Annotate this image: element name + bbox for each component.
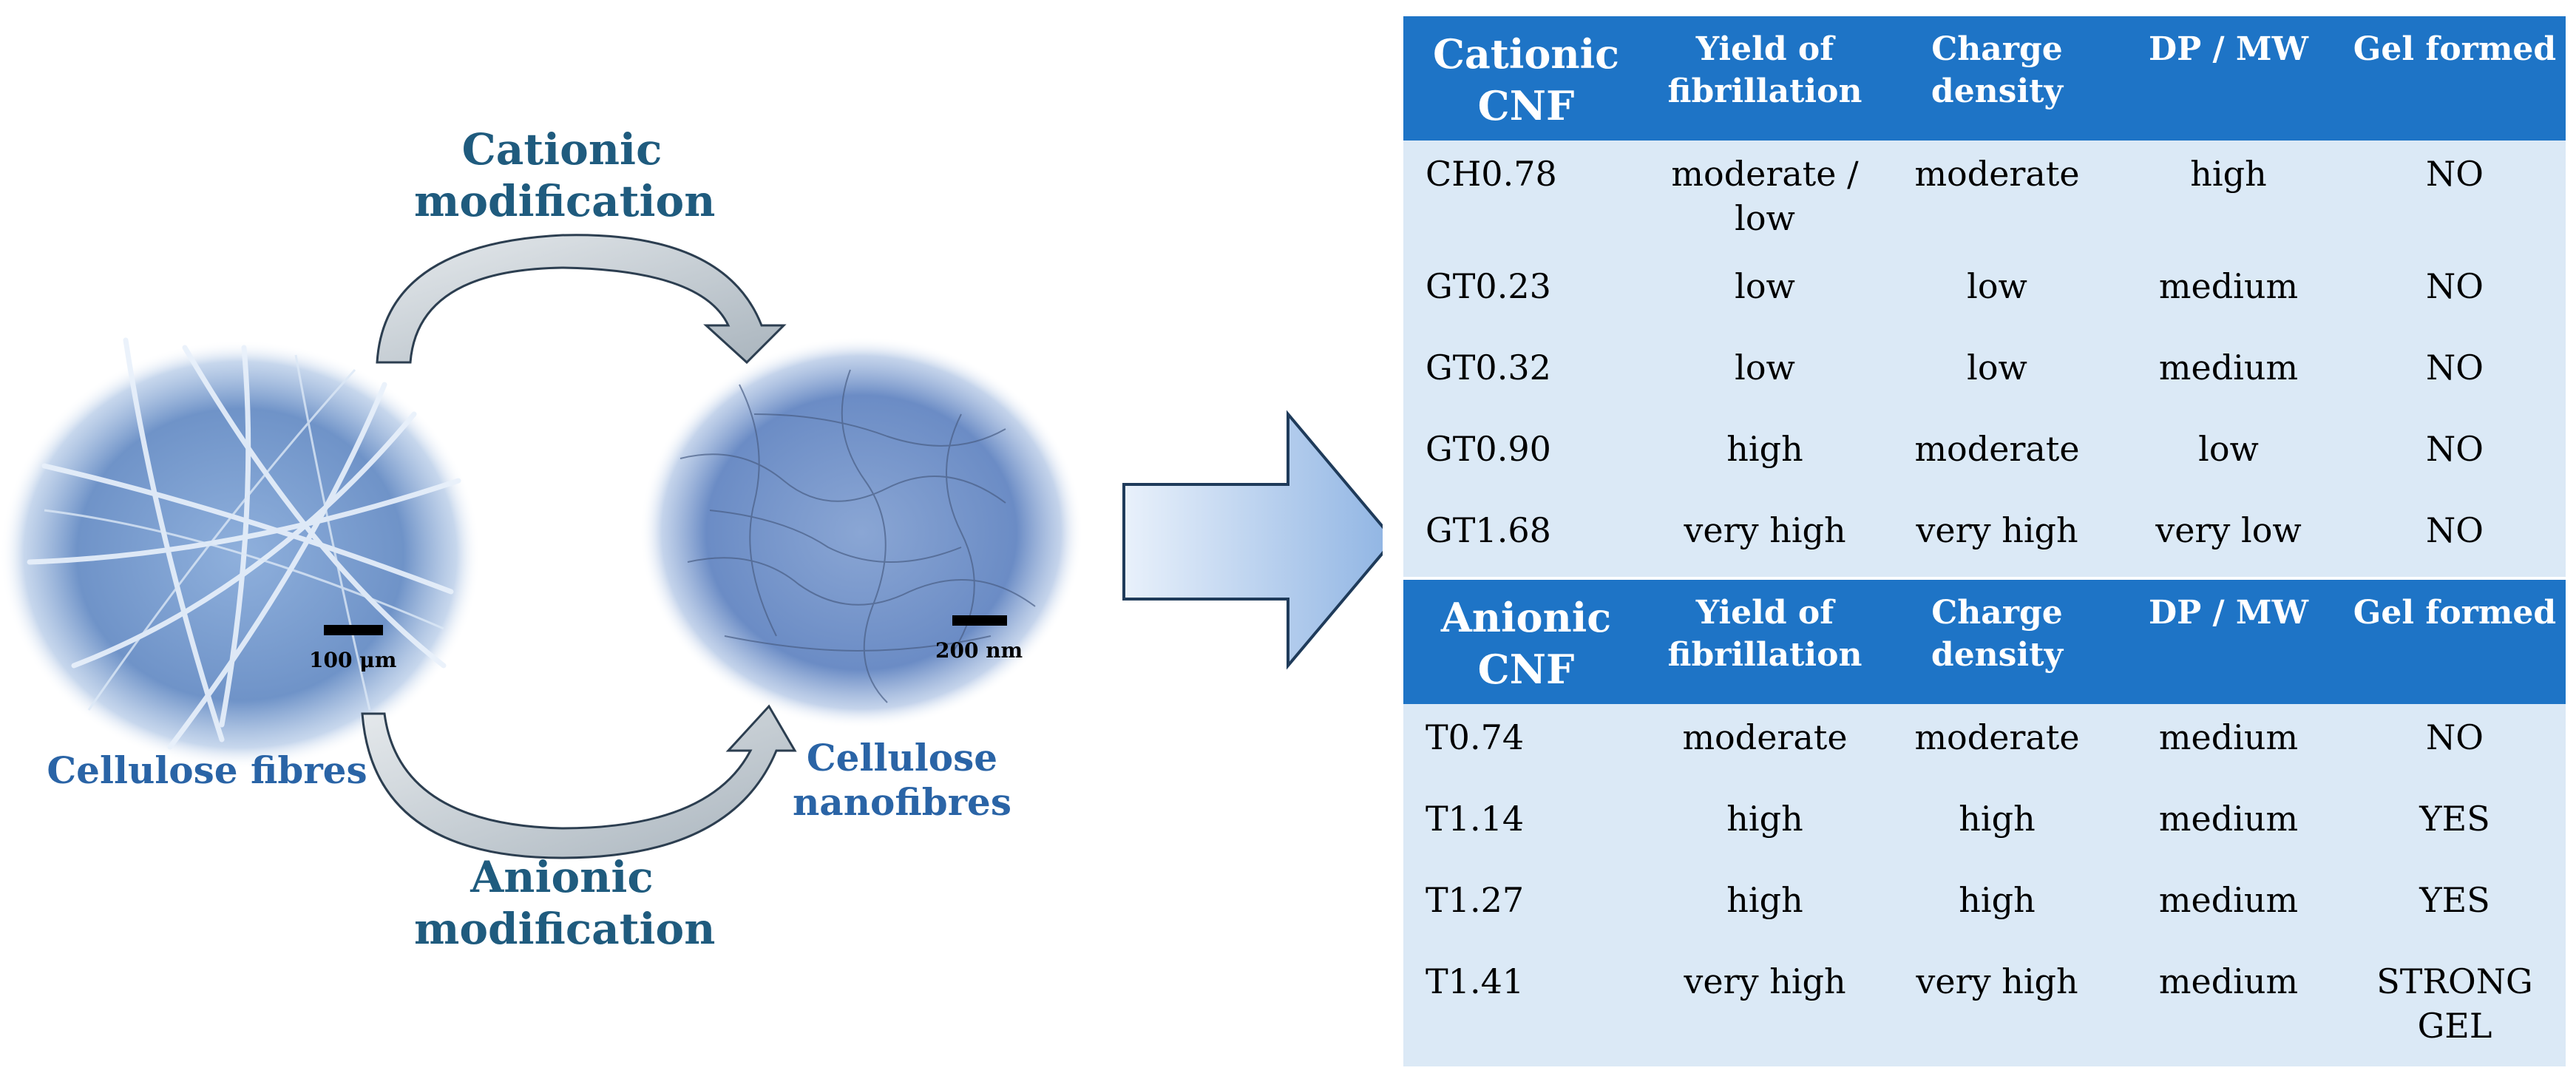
table-row: T1.14 high high medium YES xyxy=(1403,785,2566,867)
header-cell: DP / MW xyxy=(2148,594,2309,632)
header-cell: Charge density xyxy=(1931,30,2064,111)
table-cell: low xyxy=(1967,348,2027,388)
table-cell: medium xyxy=(2158,266,2299,306)
table-cell: GT0.23 xyxy=(1426,266,1551,306)
table-cell: NO xyxy=(2426,154,2484,194)
table-cell: high xyxy=(1959,799,2036,839)
fibres-micrograph xyxy=(0,337,481,769)
table-cell: NO xyxy=(2426,266,2484,306)
table-cell: high xyxy=(1959,880,2036,920)
table-cell: NO xyxy=(2426,429,2484,469)
table-cell: very high xyxy=(1684,961,1846,1001)
table-cell: T1.27 xyxy=(1426,880,1525,920)
table-cell: T1.14 xyxy=(1426,799,1525,839)
table-cell: high xyxy=(1726,429,1803,469)
table-cell: T0.74 xyxy=(1426,717,1525,757)
table-cell: medium xyxy=(2158,348,2299,388)
table-cell: NO xyxy=(2426,717,2484,757)
nanofibres-micrograph xyxy=(640,336,1083,728)
table-cell: low xyxy=(1735,266,1795,306)
header-cell: Gel formed xyxy=(2353,30,2557,68)
table-cell: GT0.90 xyxy=(1426,429,1551,469)
table-cell: low xyxy=(1967,266,2027,306)
cellulose-nanofibres-caption: Cellulose nanofibres xyxy=(792,736,1012,824)
table-cell: high xyxy=(1726,880,1803,920)
table-cell: GT0.32 xyxy=(1426,348,1551,388)
table-cell: low xyxy=(2198,429,2259,469)
cationic-modification-label: Cationic modification xyxy=(414,124,716,226)
table-row: T0.74 moderate moderate medium NO xyxy=(1403,704,2566,785)
table-cell: moderate xyxy=(1682,717,1848,757)
table-cell: STRONG GEL xyxy=(2376,961,2533,1046)
header-cell: DP / MW xyxy=(2148,30,2309,68)
scale-bar-nanofibres xyxy=(952,615,1007,626)
anionic-cnf-table: Anionic CNF Yield of fibrillation Charge… xyxy=(1403,580,2566,1059)
diagram-graphics xyxy=(0,234,1396,859)
table-cell: CH0.78 xyxy=(1426,154,1557,194)
table-cell: high xyxy=(2190,154,2267,194)
table-cell: medium xyxy=(2158,961,2299,1001)
table-cell: very low xyxy=(2155,510,2302,550)
table-cell: high xyxy=(1726,799,1803,839)
cationic-curved-arrow xyxy=(376,234,787,365)
table-cell: medium xyxy=(2158,880,2299,920)
scale-bar-fibres xyxy=(324,625,383,635)
table-row: GT0.23 low low medium NO xyxy=(1403,253,2566,334)
header-cell: Gel formed xyxy=(2353,594,2557,632)
table-cell: moderate xyxy=(1914,154,2080,194)
table-cell: medium xyxy=(2158,799,2299,839)
cnf-properties-tables: Cationic CNF Yield of fibrillation Charg… xyxy=(1403,16,2566,1066)
header-cell: Yield of fibrillation xyxy=(1667,30,1862,111)
header-cell: Cationic CNF xyxy=(1432,30,1620,130)
table-cell: moderate xyxy=(1914,429,2080,469)
big-right-arrow xyxy=(1122,410,1396,670)
scale-label-fibres: 100 μm xyxy=(309,648,397,672)
table-header-row: Anionic CNF Yield of fibrillation Charge… xyxy=(1403,580,2566,704)
table-separator xyxy=(1403,577,2566,580)
table-cell: very high xyxy=(1916,961,2078,1001)
table-cell: low xyxy=(1735,348,1795,388)
table-cell: NO xyxy=(2426,510,2484,550)
process-diagram: Cationic modification Anionic modificati… xyxy=(0,124,1396,954)
scale-label-nanofibres: 200 nm xyxy=(935,638,1023,663)
table-row: GT0.90 high moderate low NO xyxy=(1403,416,2566,497)
header-cell: Yield of fibrillation xyxy=(1667,594,1862,674)
table-row: CH0.78 moderate / low moderate high NO xyxy=(1403,141,2566,253)
anionic-modification-label: Anionic modification xyxy=(414,852,716,954)
table-cell: YES xyxy=(2419,799,2490,839)
table-row: GT1.68 very high very high very low NO xyxy=(1403,497,2566,578)
table-row: GT0.32 low low medium NO xyxy=(1403,334,2566,416)
table-cell: very high xyxy=(1916,510,2078,550)
table-row: T1.41 very high very high medium STRONG … xyxy=(1403,948,2566,1059)
header-cell: Charge density xyxy=(1931,594,2064,674)
header-cell: Anionic CNF xyxy=(1440,594,1612,694)
table-cell: very high xyxy=(1684,510,1846,550)
anionic-curved-arrow xyxy=(361,704,797,859)
table-row: T1.27 high high medium YES xyxy=(1403,867,2566,948)
table-header-row: Cationic CNF Yield of fibrillation Charg… xyxy=(1403,16,2566,141)
cellulose-fibres-caption: Cellulose fibres xyxy=(47,748,367,792)
table-cell: moderate xyxy=(1914,717,2080,757)
table-cell: moderate / low xyxy=(1671,154,1859,238)
table-cell: YES xyxy=(2419,880,2490,920)
table-cell: GT1.68 xyxy=(1426,510,1551,550)
table-cell: T1.41 xyxy=(1426,961,1525,1001)
cationic-cnf-table: Cationic CNF Yield of fibrillation Charg… xyxy=(1403,16,2566,578)
table-cell: medium xyxy=(2158,717,2299,757)
table-cell: NO xyxy=(2426,348,2484,388)
